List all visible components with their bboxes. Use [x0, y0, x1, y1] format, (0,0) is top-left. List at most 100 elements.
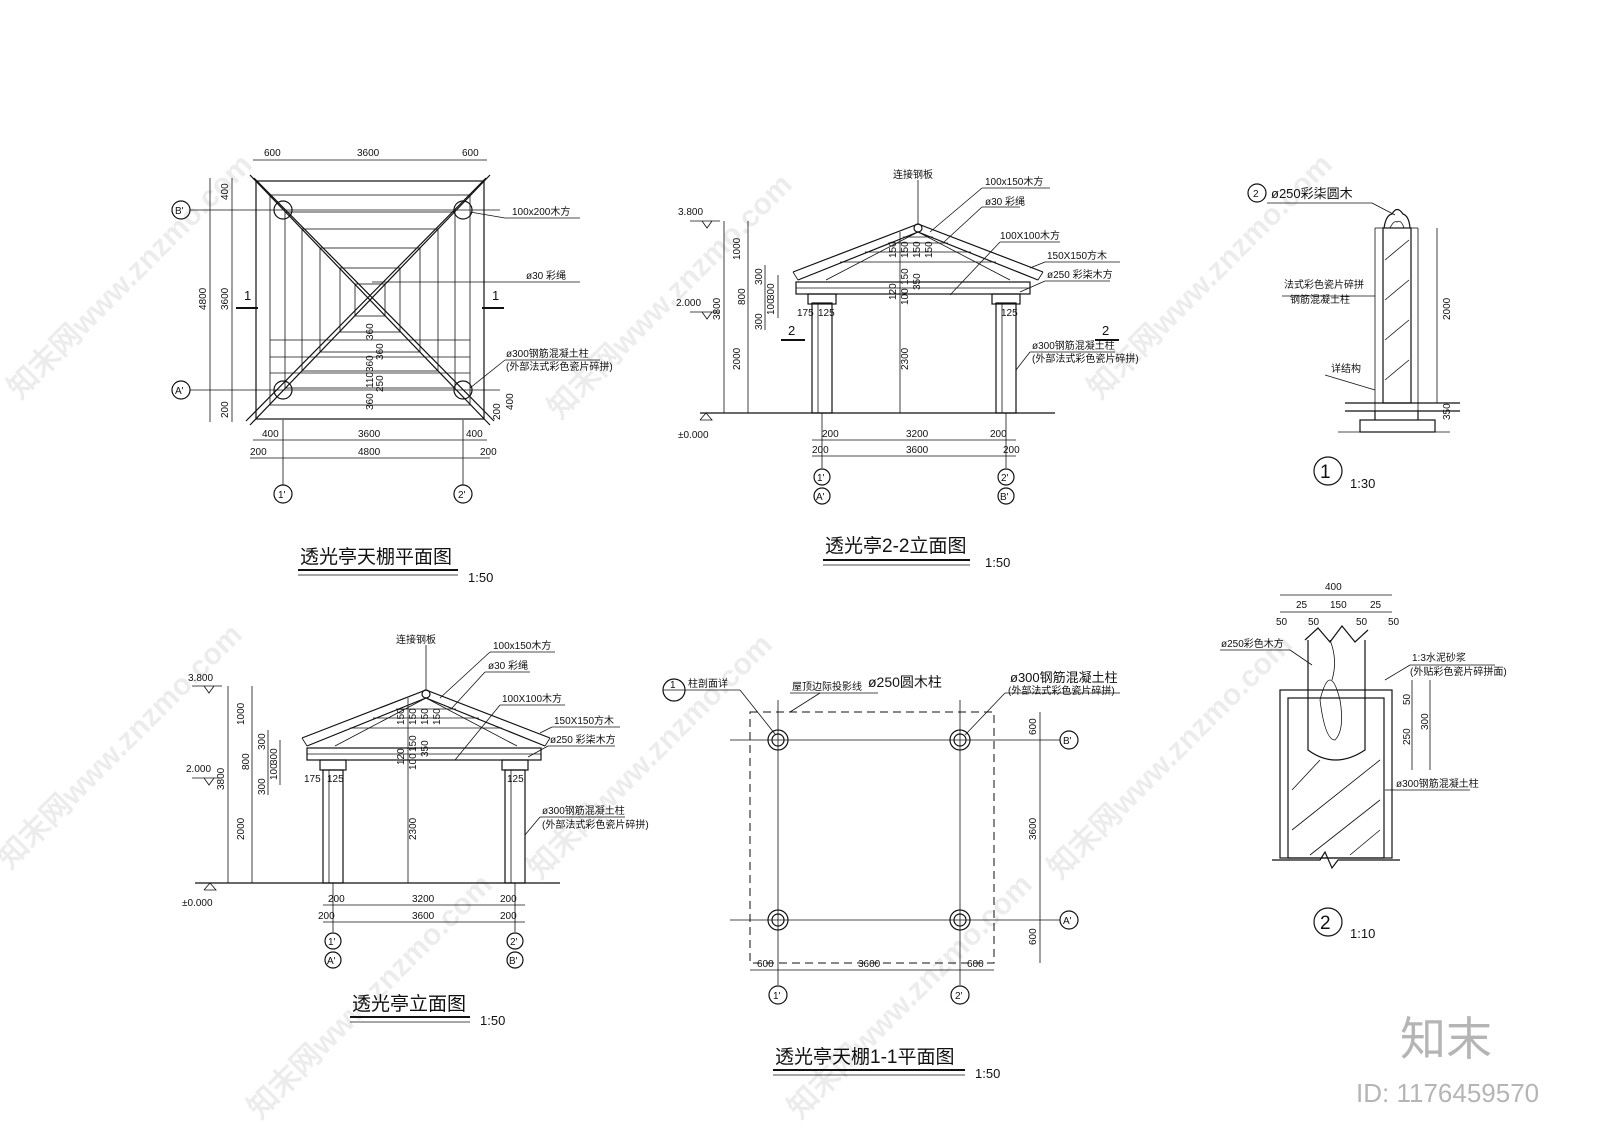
elev22-dim-100: 100 [766, 298, 777, 315]
plan-scale: 1:50 [468, 570, 493, 585]
plan-label-timber: 100x200木方 [512, 205, 570, 218]
detail2-dim-50b: 50 [1308, 617, 1320, 628]
elev-label-rope: ø30 彩绳 [488, 659, 528, 672]
detail2-dim-right-300: 300 [1420, 713, 1431, 730]
plan-section-mark-right: 1 [492, 288, 499, 303]
elev22-level-mid: 2.000 [676, 298, 701, 309]
plan-dim-bottom2-3: 200 [480, 447, 497, 458]
elev-dim-2000: 2000 [236, 817, 247, 840]
plan11-label-timber-col: ø250圆木柱 [868, 674, 942, 690]
plan-label-column-finish: (外部法式彩色瓷片碎拼) [506, 360, 613, 373]
watermark-5: 知末网www.znzmo.com [522, 628, 779, 885]
plan-dim-left-3: 200 [220, 401, 231, 418]
elev22-col-dim-1: 175 [797, 308, 814, 319]
plan11-axis-2: 2' [950, 985, 970, 1005]
watermark-4: 知末网www.znzmo.com [0, 618, 249, 875]
elev22-vdim-2: 150 [900, 241, 911, 258]
elev-title: 透光亭立面图 [352, 993, 466, 1015]
detail2-dim-25b: 25 [1370, 600, 1382, 611]
elev22-label-plate: 连接钢板 [893, 168, 933, 181]
detail2-dim-400: 400 [1325, 582, 1342, 593]
elev22-col-dim-3: 125 [1001, 308, 1018, 319]
svg-text:A': A' [816, 492, 825, 503]
plan11-label-rc-finish: (外部法式彩色瓷片碎拼) [1008, 684, 1115, 697]
elev-dim-800: 800 [241, 753, 252, 770]
detail1-label-tile: 法式彩色瓷片碎拼 [1284, 278, 1364, 291]
elev-axis-1: 1' [324, 932, 342, 950]
plan11-scale: 1:50 [975, 1066, 1000, 1081]
elev22-axis-b: B' [997, 487, 1015, 505]
svg-text:B': B' [509, 956, 518, 967]
detail-1-column-section: 2000 350 2 ø250彩柒圆木 法式彩色瓷片碎拼 钢筋混凝土柱 详结构 … [1247, 183, 1460, 491]
elev-label-100x150: 100x150木方 [493, 639, 551, 652]
elev22-dim-3800: 3800 [712, 297, 723, 320]
watermark-3: 知末网www.znzmo.com [1082, 148, 1339, 405]
plan11-dim-bottom-2: 3600 [858, 959, 881, 970]
canopy-plan-1-1-view: 1 柱剖面详 屋顶边际投影线 ø250圆木柱 ø300钢筋混凝土柱 (外部法式彩… [662, 670, 1120, 1081]
elev22-label-column-finish: (外部法式彩色瓷片碎拼) [1032, 352, 1139, 365]
elev22-dim-b2-3: 200 [1003, 445, 1020, 456]
elev-vdim-5: 120 [396, 748, 407, 765]
detail-2-column-joint: 400 25 150 25 50 50 50 50 50 250 300 ø25… [1220, 582, 1507, 941]
plan-dim-right-2: 400 [505, 393, 516, 410]
elev-dim-b1-2: 3200 [412, 894, 435, 905]
svg-text:2': 2' [1001, 473, 1009, 484]
elev-col-dim-3: 125 [507, 774, 524, 785]
plan-inner-dim-5: 250 [375, 375, 386, 392]
elev22-vdim-9: 2300 [900, 347, 911, 370]
svg-text:A': A' [327, 956, 336, 967]
svg-text:2': 2' [510, 937, 518, 948]
elev-dim-300b: 300 [257, 778, 268, 795]
elev22-level-top: 3.800 [678, 207, 703, 218]
elev-dim-b1-1: 200 [328, 894, 345, 905]
elev-level-mid: 2.000 [186, 764, 211, 775]
elev22-level-ground: ±0.000 [678, 430, 709, 441]
watermark-1: 知末网www.znzmo.com [2, 148, 259, 405]
elev22-title: 透光亭2-2立面图 [825, 535, 966, 557]
plan11-dim-right-1: 600 [1028, 718, 1039, 735]
elev-dim-300c: 300 [269, 748, 280, 765]
detail1-number: 1 [1320, 462, 1331, 483]
elev22-label-250: ø250 彩柒木方 [1047, 268, 1113, 281]
elev22-vdim-1: 150 [888, 241, 899, 258]
detail2-label-tile: (外贴彩色瓷片碎拼面) [1410, 665, 1507, 678]
plan-axis-1: 1' [273, 484, 293, 504]
plan-dim-left-2: 3600 [220, 287, 231, 310]
elev22-dim-b1-2: 3200 [906, 429, 929, 440]
elev22-dim-b2-1: 200 [812, 445, 829, 456]
elev-vdim-8: 100 [408, 753, 419, 770]
detail2-dim-25a: 25 [1296, 600, 1308, 611]
watermark-8: 知末网www.znzmo.com [782, 868, 1039, 1125]
plan11-dim-right-3: 600 [1028, 928, 1039, 945]
elev-vdim-4: 150 [432, 708, 443, 725]
detail1-label-structure: 详结构 [1331, 362, 1361, 375]
plan-dim-bottom2-1: 200 [250, 447, 267, 458]
svg-text:2': 2' [458, 490, 466, 501]
elev22-dim-b1-1: 200 [822, 429, 839, 440]
elev-level-top: 3.800 [188, 673, 213, 684]
plan-inner-dim-3: 360 [365, 355, 376, 372]
plan-inner-dim-1: 360 [365, 323, 376, 340]
elev22-dim-1000: 1000 [732, 237, 743, 260]
detail2-scale: 1:10 [1350, 926, 1375, 941]
plan11-axis-b: B' [1059, 730, 1079, 750]
elev22-axis-1: 1' [813, 468, 831, 486]
svg-text:1': 1' [773, 991, 781, 1002]
plan-inner-dim-6: 360 [365, 393, 376, 410]
elev22-vdim-7: 350 [912, 273, 923, 290]
elev22-label-100x100: 100X100木方 [1000, 229, 1060, 242]
elev-dim-3800: 3800 [216, 767, 227, 790]
elev-axis-b: B' [506, 951, 524, 969]
elevation-2-2-view: 3.800 2.000 ±0.000 1000 3800 800 2000 30… [676, 168, 1139, 570]
elev-vdim-6: 150 [408, 735, 419, 752]
plan-dim-bottom-2: 3600 [358, 429, 381, 440]
elev-dim-b2-2: 3600 [412, 911, 435, 922]
elev22-vdim-4: 150 [924, 241, 935, 258]
svg-text:B': B' [1000, 492, 1009, 503]
plan-inner-dim-4: 110 [365, 372, 376, 388]
elev22-label-rope: ø30 彩绳 [985, 195, 1025, 208]
elev-scale: 1:50 [480, 1013, 505, 1028]
plan11-dim-bottom-1: 600 [757, 959, 774, 970]
elev22-axis-a: A' [813, 487, 831, 505]
